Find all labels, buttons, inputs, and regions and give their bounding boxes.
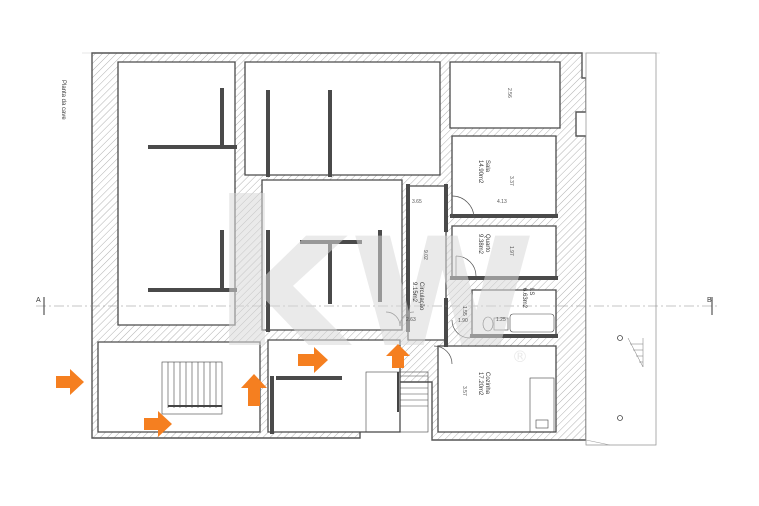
access-arrows [56,344,410,437]
svg-text:Sala: Sala [484,160,490,173]
arrow-up-icon [241,374,267,406]
terrace-stair [627,337,644,368]
svg-text:14.90m2: 14.90m2 [477,160,483,184]
terrace-post [617,415,623,421]
dimension-label: 3.37 [508,176,514,186]
arrow-right-icon [144,411,172,437]
dimension-label: 1.97 [508,246,514,256]
dimension-label: 2.63 [406,317,416,323]
svg-text:9.15m2: 9.15m2 [411,282,417,303]
door-swings [385,195,477,365]
svg-text:I.S: I.S [528,288,534,295]
kitchen-counter [529,377,555,433]
dimension-labels: 2.56 3.37 4.13 3.65 1.97 9.02 1.55 1.90 … [406,88,514,396]
watermark-text: kw [212,160,537,393]
arrow-right-icon [298,347,328,373]
section-line: A B [36,297,720,315]
floor-label: Planta da cave [60,80,66,120]
bathtub [509,313,555,333]
toilet [482,316,494,332]
terrace-post [617,335,623,341]
arrow-up-icon [386,344,410,368]
staircase-left [161,361,223,415]
room-label-cozinha: Cozinha 17.20m2 [477,372,490,396]
kw-watermark: kw ® [212,160,537,393]
staircase-center [365,371,429,433]
bidet [493,317,509,331]
right-terrace [585,52,657,446]
section-mark-b: B [707,297,712,304]
dimension-label: 3.57 [461,386,467,396]
dimension-label: 4.13 [497,199,507,205]
dimension-label: 3.65 [412,199,422,205]
dimension-label: 9.02 [422,250,428,260]
room-label-quarto: Quarto 9.38m2 [477,234,490,255]
room-label-circulacao: Circulação 9.15m2 [411,282,424,311]
room-cozinha-area [437,345,557,433]
room-label-is: I.S 6.63m2 [521,288,534,309]
watermark-registered: ® [512,347,528,366]
svg-text:Circulação: Circulação [418,282,424,311]
section-mark-a: A [36,297,41,304]
room-labels: Sala 14.90m2 Quarto 9.38m2 I.S 6.63m2 Ci… [411,160,534,396]
room-label-sala: Sala 14.90m2 [477,160,490,184]
svg-text:9.38m2: 9.38m2 [477,234,483,255]
interior-walls [148,88,558,434]
interior-spaces [97,61,561,433]
svg-text:17.20m2: 17.20m2 [477,372,483,396]
svg-text:Quarto: Quarto [484,234,490,253]
bathroom-fixtures [482,313,555,333]
dimension-label: 1.55 [461,306,467,316]
dimension-label: 1.90 [458,318,468,324]
dimension-label: 2.56 [506,88,512,98]
dimension-label: 1.25 [496,317,506,323]
arrow-right-icon [56,369,84,395]
svg-text:6.63m2: 6.63m2 [521,288,527,309]
svg-text:Cozinha: Cozinha [484,372,490,395]
